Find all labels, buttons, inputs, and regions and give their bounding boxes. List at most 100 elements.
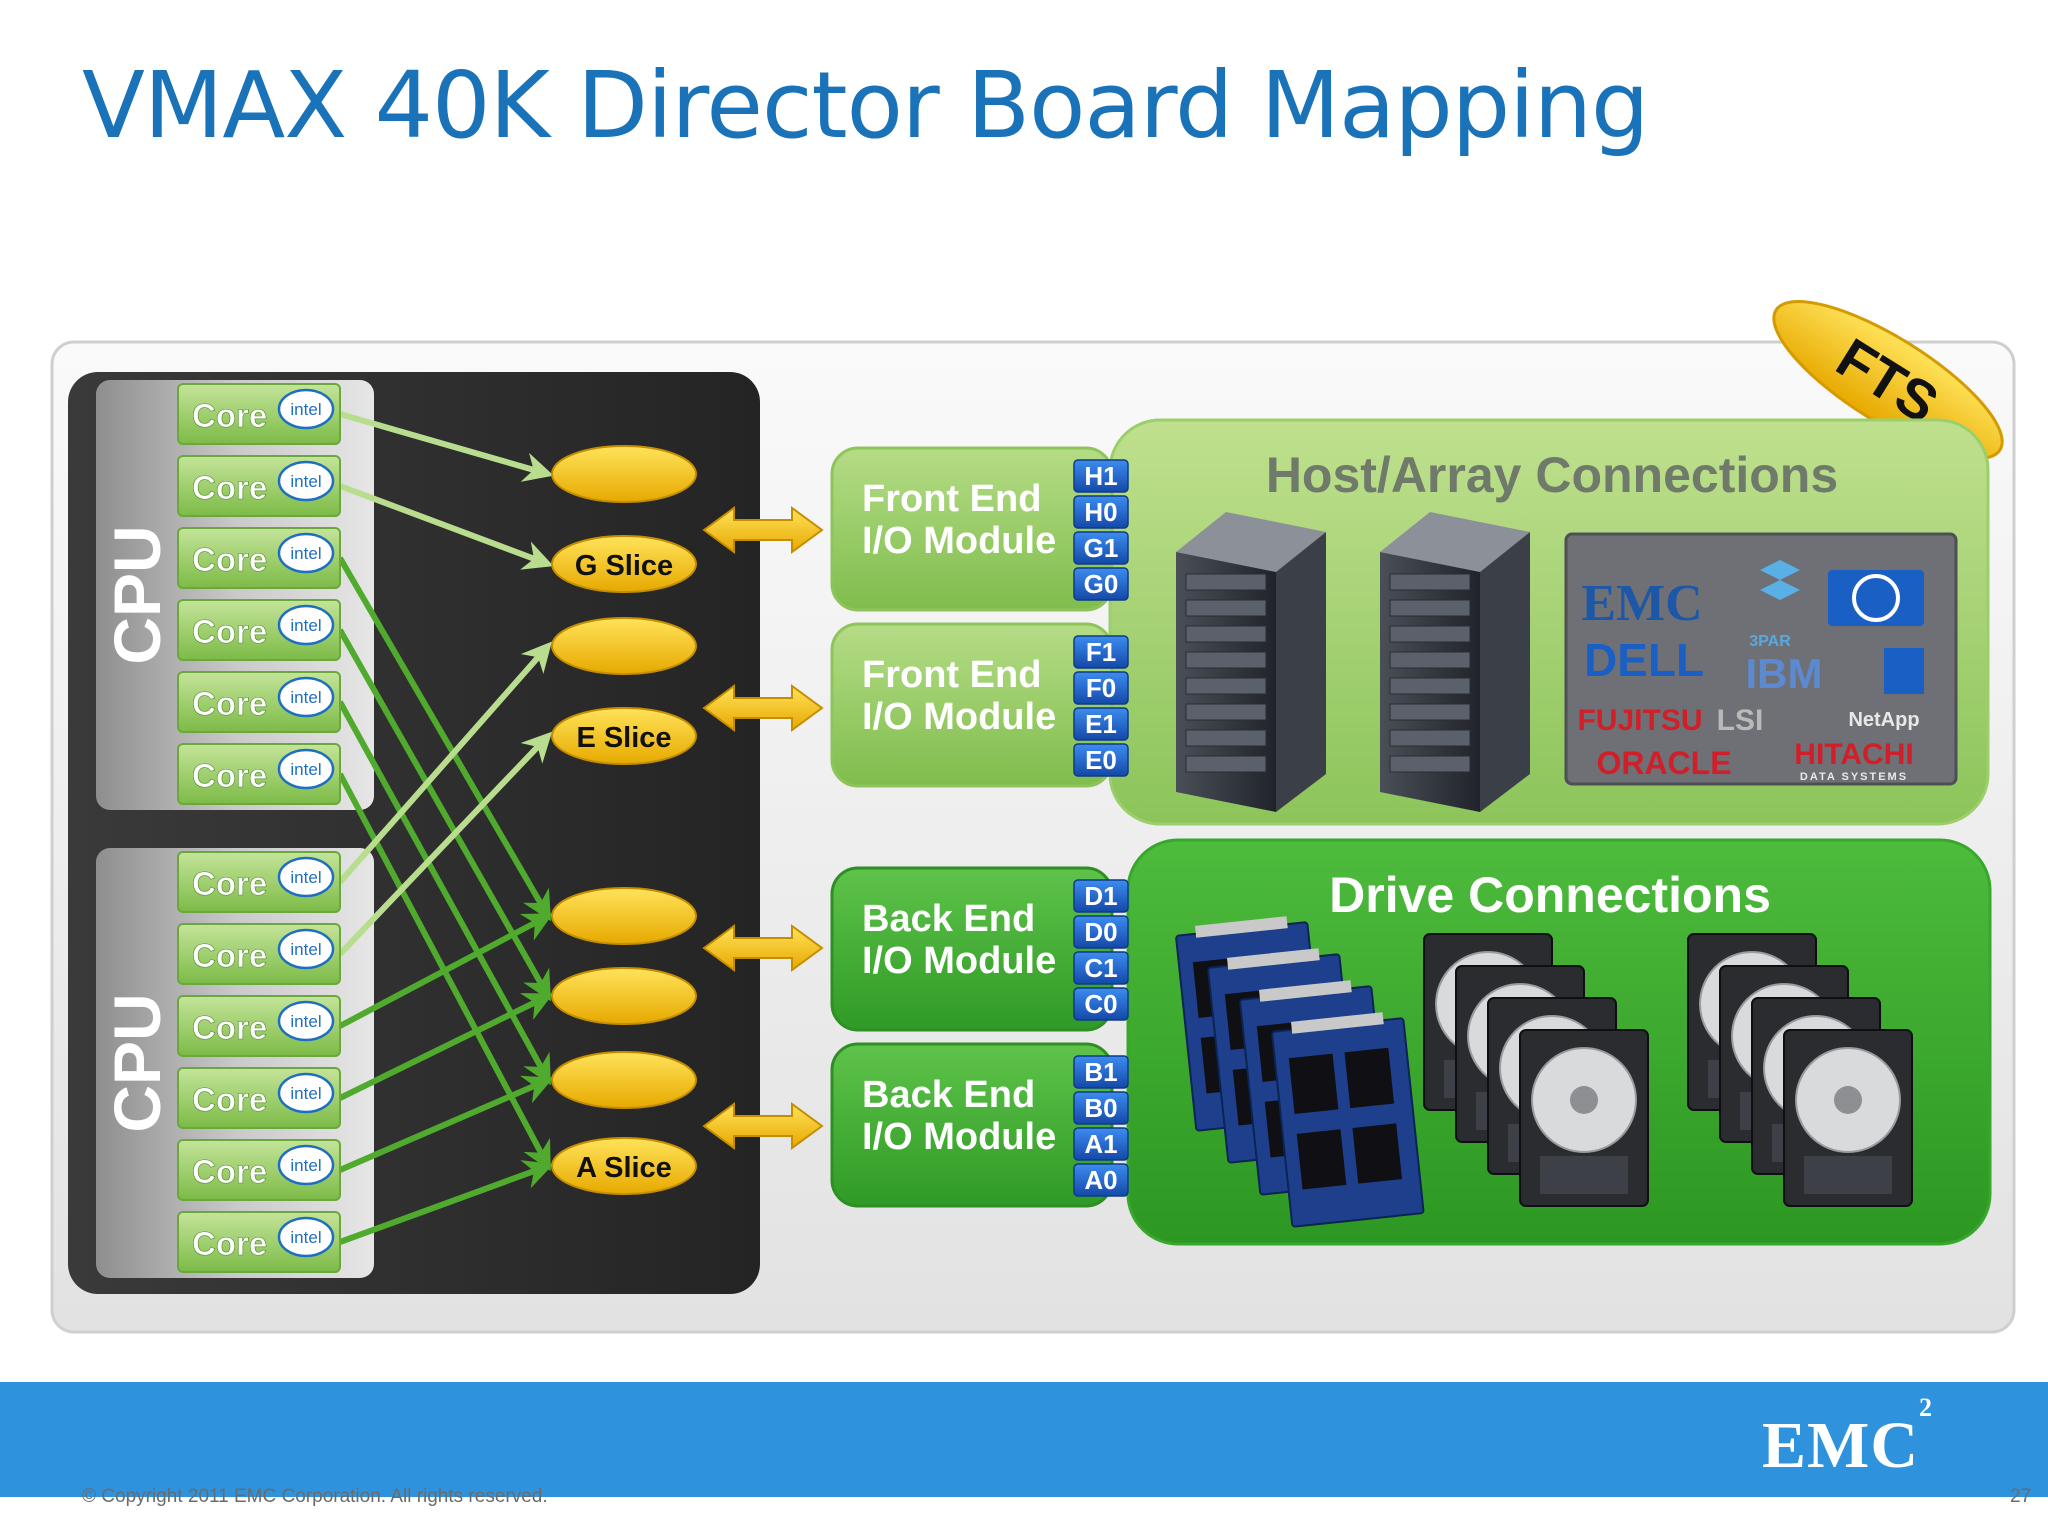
rack-unit [1389, 651, 1471, 669]
vendor-logo: ORACLE [1596, 745, 1731, 781]
intel-text: intel [290, 1228, 321, 1247]
intel-logo [277, 1000, 335, 1042]
intel-logo [277, 748, 335, 790]
intel-text: intel [290, 400, 321, 419]
slice-ellipse [551, 707, 697, 765]
rack-unit [1389, 677, 1471, 695]
module-line2: I/O Module [862, 696, 1056, 738]
double-arrow [702, 684, 824, 732]
cpu-label: CPU [100, 525, 174, 664]
port-tag [1073, 1091, 1129, 1125]
core-to-slice-arrow [338, 1160, 554, 1245]
vendor-logo: HITACHI [1794, 738, 1913, 771]
port-tag [1073, 459, 1129, 493]
rack-side [1276, 532, 1326, 812]
rack-unit [1185, 599, 1267, 617]
footer-bar [0, 1382, 2048, 1497]
intel-logo [277, 532, 335, 574]
slice-ellipse [551, 1051, 697, 1109]
slice-ellipse [551, 535, 697, 593]
port-label: H0 [1084, 497, 1117, 527]
port-tag [1073, 1127, 1129, 1161]
rack-unit [1185, 573, 1267, 591]
host-panel-title: Host/Array Connections [1266, 447, 1838, 503]
rack-unit [1185, 755, 1267, 773]
intel-logo [277, 1072, 335, 1114]
port-tag [1073, 495, 1129, 529]
slice-label: A Slice [576, 1152, 672, 1184]
intel-text: intel [290, 472, 321, 491]
hdd-board [1804, 1156, 1892, 1194]
port-tag [1073, 671, 1129, 705]
port-tag [1073, 635, 1129, 669]
rack-side [1480, 532, 1530, 812]
port-label: H1 [1084, 461, 1117, 491]
rack-unit [1389, 573, 1471, 591]
port-label: A1 [1084, 1129, 1117, 1159]
ssd-card-icon [1271, 1012, 1425, 1228]
module-line1: Front End [862, 478, 1041, 520]
slice [551, 617, 697, 675]
port-tag [1073, 1055, 1129, 1089]
core-to-slice-arrow [338, 483, 554, 570]
3par-logo-icon [1760, 560, 1800, 600]
module-line1: Front End [862, 654, 1041, 696]
intel-text: intel [290, 1012, 321, 1031]
intel-logo [277, 856, 335, 898]
hdd-board [1540, 1156, 1628, 1194]
drive-panel-title: Drive Connections [1329, 867, 1771, 923]
double-arrow [702, 506, 824, 554]
port-label: B1 [1084, 1057, 1117, 1087]
rack-unit [1389, 703, 1471, 721]
rack-unit [1389, 755, 1471, 773]
core-label: Core [192, 937, 267, 974]
core-label: Core [192, 1081, 267, 1118]
intel-text: intel [290, 1084, 321, 1103]
core-label: Core [192, 541, 267, 578]
core-chip: Core intel [177, 743, 341, 805]
intel-logo [277, 388, 335, 430]
rack-unit [1389, 599, 1471, 617]
ssd-connector [1258, 980, 1352, 1002]
rack-unit [1185, 729, 1267, 747]
port-tag [1073, 879, 1129, 913]
hard-drive-icon [1519, 1029, 1649, 1207]
intel-text: intel [290, 760, 321, 779]
core-to-slice-arrow [338, 993, 554, 1101]
core-label: Core [192, 865, 267, 902]
vendor-logo: FUJITSU [1577, 704, 1702, 737]
port-label: E1 [1085, 709, 1117, 739]
ssd-chip [1288, 1053, 1339, 1114]
page-number: 27 [2010, 1486, 2032, 1507]
netapp-logo-icon [1884, 648, 1924, 694]
core-chip: Core intel [177, 527, 341, 589]
intel-text: intel [290, 544, 321, 563]
module-body [830, 446, 1114, 612]
core-label: Core [192, 757, 267, 794]
core-label: Core [192, 1153, 267, 1190]
ssd-board [1271, 1017, 1425, 1228]
slice [551, 445, 697, 503]
slice-ellipse [551, 617, 697, 675]
port-label: G0 [1084, 569, 1119, 599]
rack-top [1176, 512, 1326, 572]
server-rack-icon [1176, 512, 1326, 812]
vendor-logo: LSI [1717, 704, 1764, 737]
intel-text: intel [290, 688, 321, 707]
ssd-connector [1290, 1012, 1384, 1034]
copyright-text: © Copyright 2011 EMC Corporation. All ri… [82, 1486, 548, 1507]
slice [551, 967, 697, 1025]
slide-title: VMAX 40K Director Board Mapping [82, 52, 1649, 159]
slice [551, 887, 697, 945]
port-label: D0 [1084, 917, 1117, 947]
core-label: Core [192, 397, 267, 434]
